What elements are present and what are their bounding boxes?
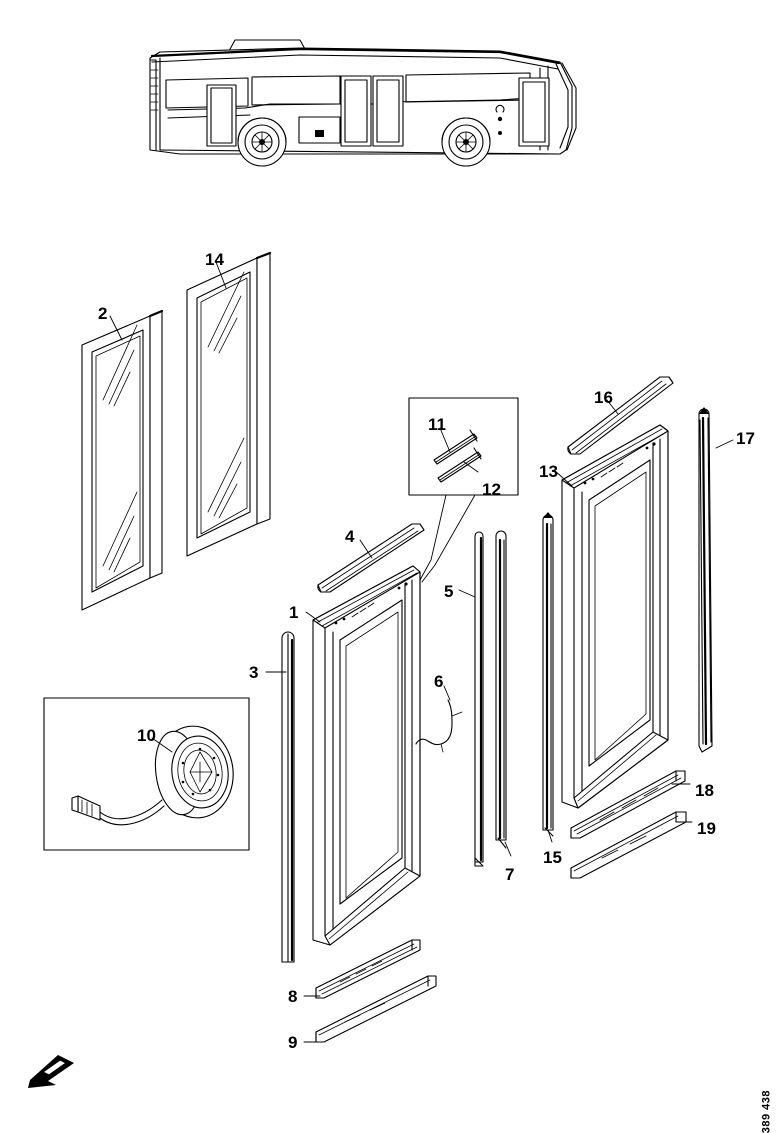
part-13-door-leaf-frame-right xyxy=(561,424,669,809)
callout-4: 4 xyxy=(345,527,355,546)
part-8-lower-rail-upper xyxy=(315,939,421,999)
callout-12: 12 xyxy=(482,480,501,499)
callout-11: 11 xyxy=(428,415,446,434)
detail-box-drive-motor xyxy=(43,697,250,851)
bus-side-view xyxy=(149,39,577,167)
part-17-closing-edge-profile xyxy=(698,407,713,753)
callout-9: 9 xyxy=(288,1033,298,1052)
diagram-canvas: .ln{fill:none;stroke:#000;stroke-width:1… xyxy=(28,39,734,1088)
callout-13: 13 xyxy=(539,462,558,481)
part-2-door-glass-pane-left xyxy=(81,309,164,611)
part-16-upper-rail-right xyxy=(567,376,674,455)
parts-diagram-sheet: .ln{fill:none;stroke:#000;stroke-width:1… xyxy=(28,39,772,1133)
part-15-vertical-edge-profile-right xyxy=(542,512,554,837)
figure-code: 389 438 xyxy=(760,1090,772,1133)
detail-box-fasteners xyxy=(408,397,519,583)
callout-18: 18 xyxy=(695,781,714,800)
callout-14: 14 xyxy=(205,250,224,269)
leader-lines xyxy=(109,261,734,1043)
callout-3: 3 xyxy=(249,663,259,682)
part-7-guide-rod-double xyxy=(495,530,507,849)
callout-2: 2 xyxy=(98,304,108,323)
callout-17: 17 xyxy=(736,429,755,448)
callout-5: 5 xyxy=(444,582,454,601)
callout-16: 16 xyxy=(594,388,613,407)
part-18-lower-rail-right-upper xyxy=(570,770,686,839)
callout-10: 10 xyxy=(137,726,156,745)
part-4-upper-rail-left xyxy=(317,523,425,593)
part-6-seal-profile-section xyxy=(415,699,463,753)
callout-7: 7 xyxy=(505,865,515,884)
callout-15: 15 xyxy=(543,848,562,867)
part-1-door-leaf-frame-left xyxy=(312,565,421,946)
callout-8: 8 xyxy=(288,987,298,1006)
part-5-guide-rod-long xyxy=(474,531,484,867)
callout-6: 6 xyxy=(434,672,444,691)
part-14-door-glass-pane-right xyxy=(186,251,272,557)
direction-of-travel-arrow xyxy=(28,1055,74,1088)
part-3-vertical-edge-profile-left xyxy=(281,631,295,963)
callout-1: 1 xyxy=(289,603,299,622)
callout-19: 19 xyxy=(697,819,716,838)
